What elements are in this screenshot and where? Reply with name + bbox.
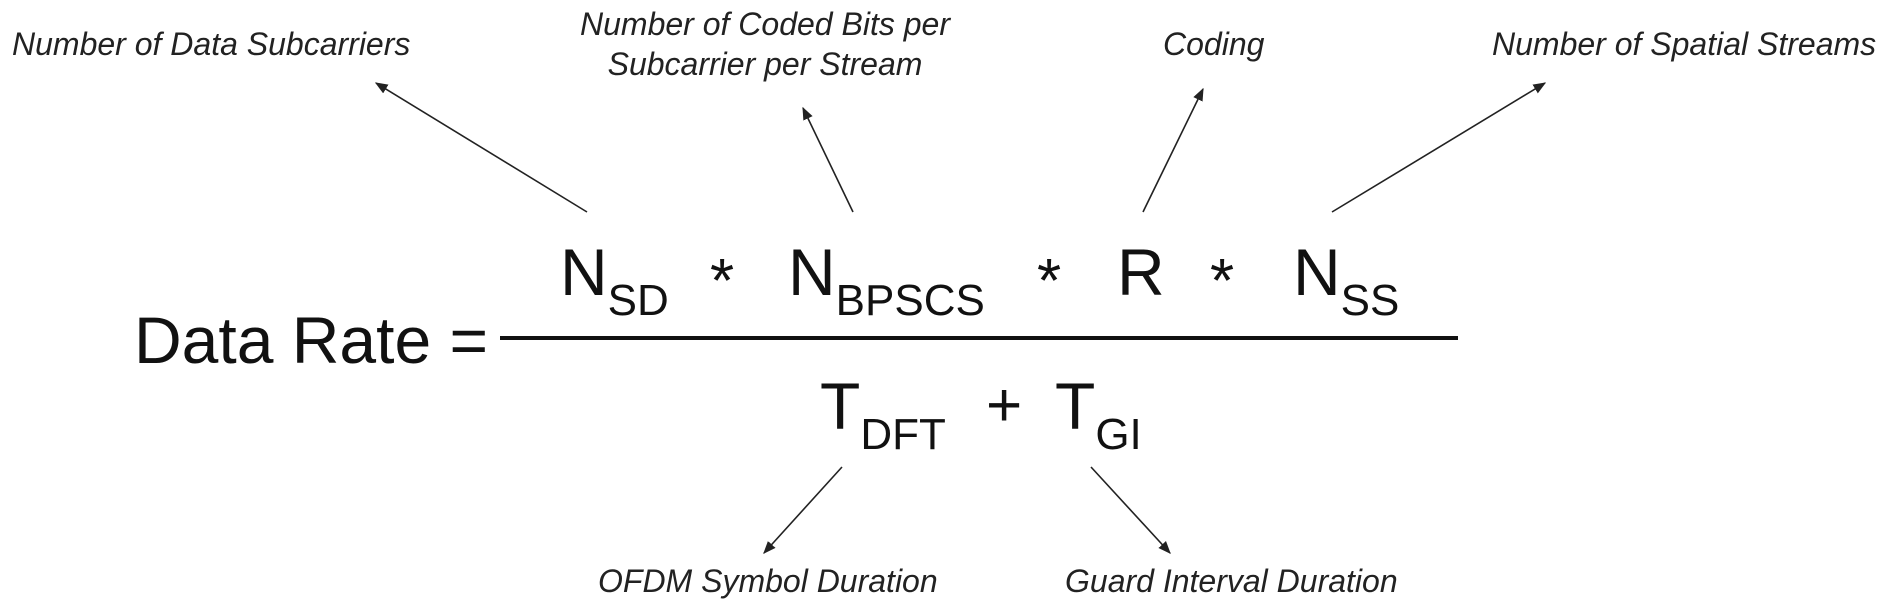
symbol-n-sd: NSD: [560, 232, 669, 325]
symbol-t-dft-base: T: [820, 369, 861, 443]
operator-multiply-3: *: [1210, 247, 1235, 316]
symbol-t-dft: TDFT: [820, 366, 946, 459]
arrow-to-data-subcarriers: [374, 82, 588, 213]
annotation-number-of-data-subcarriers: Number of Data Subcarriers: [12, 26, 411, 62]
symbol-n-bpscs: NBPSCS: [788, 232, 985, 325]
arrow-to-spatial-streams: [1331, 82, 1547, 213]
symbol-n-ss-subscript: SS: [1340, 276, 1400, 325]
symbol-r: R: [1117, 232, 1165, 312]
operator-plus: +: [986, 371, 1023, 440]
symbol-n-sd-base: N: [560, 235, 608, 309]
arrow-to-coding: [1142, 87, 1204, 213]
annotation-coding: Coding: [1163, 26, 1265, 62]
annotation-coded-bits-line2: Subcarrier per Stream: [607, 46, 923, 82]
annotation-coded-bits-line1: Number of Coded Bits per: [580, 6, 950, 42]
symbol-n-bpscs-subscript: BPSCS: [835, 276, 985, 325]
annotation-guard-interval-duration: Guard Interval Duration: [1065, 563, 1398, 599]
operator-multiply-1: *: [710, 247, 735, 316]
formula-lhs: Data Rate =: [134, 303, 489, 377]
symbol-n-ss: NSS: [1293, 232, 1399, 325]
symbol-r-base: R: [1117, 235, 1165, 309]
fraction-bar: [500, 336, 1458, 340]
arrow-to-ofdm-symbol: [763, 466, 843, 554]
arrow-to-guard-interval: [1090, 466, 1171, 554]
arrow-to-coded-bits: [802, 106, 854, 213]
symbol-n-ss-base: N: [1293, 235, 1341, 309]
annotation-number-of-coded-bits: Number of Coded Bits per Subcarrier per …: [570, 4, 960, 84]
symbol-n-bpscs-base: N: [788, 235, 836, 309]
symbol-t-gi: TGI: [1055, 366, 1142, 459]
symbol-t-gi-base: T: [1055, 369, 1096, 443]
annotation-number-of-spatial-streams: Number of Spatial Streams: [1492, 26, 1877, 62]
symbol-n-sd-subscript: SD: [607, 276, 669, 325]
operator-multiply-2: *: [1037, 247, 1062, 316]
symbol-t-dft-subscript: DFT: [860, 410, 946, 459]
annotation-ofdm-symbol-duration: OFDM Symbol Duration: [598, 563, 938, 599]
symbol-t-gi-subscript: GI: [1095, 410, 1142, 459]
